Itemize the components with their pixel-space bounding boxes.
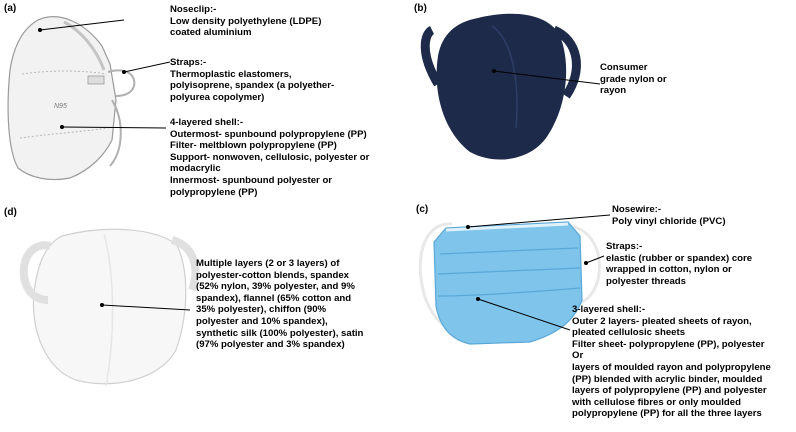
shell-a-dot	[60, 125, 64, 129]
shell-a-line: polypropylene (PP)	[170, 186, 258, 198]
shell-c-line: pleated cellulosic sheets	[572, 327, 686, 339]
material-d-line: Multiple layers (2 or 3 layers) of	[196, 258, 340, 269]
material-d-leader	[101, 304, 191, 311]
noseclip-title: Noseclip:-	[170, 4, 217, 15]
shell-c-annotation: 3-layered shell:- Outer 2 layers- pleate…	[572, 304, 771, 420]
material-d-annotation: Multiple layers (2 or 3 layers) of polye…	[196, 258, 363, 351]
straps-c-line: elastic (rubber or spandex) core	[606, 252, 753, 264]
shell-a-leader	[61, 126, 167, 129]
shell-c-title: 3-layered shell:-	[572, 304, 646, 315]
shell-c-line: Or	[572, 350, 584, 362]
material-b-line: rayon	[600, 85, 627, 97]
noseclip-line: coated aluminium	[170, 27, 252, 39]
straps-a-title: Straps:-	[170, 57, 207, 68]
nosewire-title: Nosewire:-	[612, 204, 662, 215]
straps-c-line: wrapped in cotton, nylon or	[606, 264, 732, 276]
straps-a-line: polyurea copolymer)	[170, 91, 265, 103]
material-d-line: (52% nylon, 39% polyester, and 9%	[196, 281, 355, 293]
nosewire-leader	[467, 214, 611, 228]
panel-label-b: (b)	[414, 3, 427, 14]
panel-label-d: (d)	[4, 207, 17, 218]
shell-c-line: Outer 2 layers- pleated sheets of rayon,	[572, 315, 752, 327]
n95-mask-illustration	[7, 16, 136, 181]
surgical-mask-illustration	[418, 221, 601, 345]
nosewire-dot	[466, 225, 470, 229]
white-cloth-mask-illustration	[19, 228, 200, 387]
shell-a-annotation: 4-layered shell:- Outermost- spunbound p…	[170, 117, 369, 198]
material-b-annotation: Consumer grade nylon or rayon	[600, 62, 667, 97]
straps-c-line: polyester threads	[606, 275, 686, 287]
navy-cloth-mask-illustration	[420, 13, 581, 160]
shell-c-line: layers of moulded rayon and polypropylen…	[572, 361, 771, 373]
shell-c-line: (PP) blended with acrylic binder, moulde…	[572, 373, 763, 385]
shell-c-line: polypropylene (PP) for all the three lay…	[572, 408, 762, 420]
straps-a-leader	[123, 61, 171, 73]
material-d-line: spandex), flannel (65% cotton and	[196, 292, 352, 304]
shell-c-dot	[476, 297, 480, 301]
panel-label-a: (a)	[4, 3, 17, 14]
material-b-leader	[493, 70, 601, 85]
straps-c-annotation: Straps:- elastic (rubber or spandex) cor…	[606, 241, 752, 287]
straps-a-line: polyisoprene, spandex (a polyether-	[170, 80, 335, 92]
noseclip-leader	[39, 19, 125, 31]
shell-a-title: 4-layered shell:-	[170, 117, 244, 128]
n95-mask-print: N95	[54, 103, 67, 110]
shell-c-line: layers of polypropylene (PP) and polyest…	[572, 385, 767, 397]
straps-c-leader	[585, 255, 605, 264]
material-d-line: 35% polyester), chiffon (90%	[196, 304, 327, 316]
shell-a-line: Support- nonwoven, cellulosic, polyester…	[170, 151, 370, 163]
material-b-line: Consumer	[600, 62, 648, 73]
straps-a-line: Thermoplastic elastomers,	[170, 68, 292, 80]
shell-a-line: Outermost- spunbound polypropylene (PP)	[170, 128, 367, 140]
shell-c-line: with cellulose fibres or only moulded	[572, 396, 741, 408]
nosewire-annotation: Nosewire:- Poly vinyl chloride (PVC)	[612, 204, 726, 227]
shell-c-line: Filter sheet- polypropylene (PP), polyes…	[572, 338, 765, 350]
shell-a-line: Innermost- spunbound polyester or	[170, 174, 333, 186]
material-b-dot	[492, 69, 496, 73]
material-d-dot	[100, 303, 104, 307]
straps-a-dot	[122, 70, 126, 74]
shell-a-line: Filter- meltblown polypropylene (PP)	[170, 140, 337, 152]
straps-c-title: Straps:-	[606, 241, 643, 252]
material-d-line: polyester-cotton blends, spandex	[196, 269, 349, 281]
shell-c-leader	[477, 298, 571, 331]
material-d-line: polyester and 10% spandex),	[196, 315, 328, 327]
panel-label-c: (c)	[416, 204, 429, 215]
material-b-line: grade nylon or	[600, 73, 667, 85]
nosewire-line: Poly vinyl chloride (PVC)	[612, 215, 726, 227]
noseclip-dot	[38, 28, 42, 32]
noseclip-annotation: Noseclip:- Low density polyethylene (LDP…	[170, 4, 321, 39]
straps-a-annotation: Straps:- Thermoplastic elastomers, polyi…	[170, 57, 334, 103]
noseclip-line: Low density polyethylene (LDPE)	[170, 15, 322, 27]
straps-c-dot	[584, 261, 588, 265]
shell-a-line: modacrylic	[170, 163, 221, 175]
material-d-line: synthetic silk (100% polyester), satin	[196, 327, 364, 339]
material-d-line: (97% polyester and 3% spandex)	[196, 339, 345, 351]
